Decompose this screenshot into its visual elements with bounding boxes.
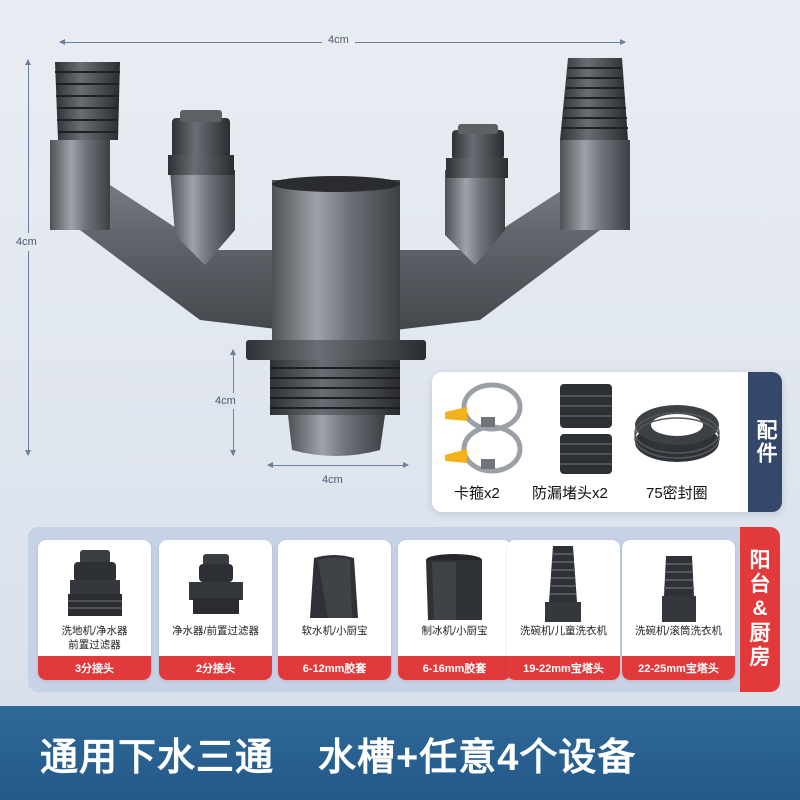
accessories-tab: 配件 [748, 372, 782, 512]
product-desc-line1: 制冰机/小厨宝 [421, 625, 488, 637]
product-card-22-25-barb: 洗碗机/滚筒洗衣机 22-25mm宝塔头 [622, 540, 735, 680]
accessories-card: 卡箍x2 防漏堵头x2 75密封圈 配件 [432, 372, 782, 512]
product-desc-line1: 洗碗机/儿童洗衣机 [520, 625, 607, 637]
small-rubber-sleeve-icon [310, 555, 358, 618]
accessory-label-seal: 75密封圈 [646, 485, 708, 502]
product-desc: 洗碗机/滚筒洗衣机 [622, 625, 735, 639]
accessory-label-plug: 防漏堵头x2 [532, 485, 608, 502]
left-height-line [25, 59, 31, 456]
product-desc: 软水机/小厨宝 [278, 625, 391, 639]
product-spec: 19-22mm宝塔头 [507, 656, 620, 680]
left-height-label: 4cm [16, 233, 37, 251]
3-point-connector-icon [68, 550, 122, 616]
thread-width-line [267, 462, 409, 468]
product-spec: 22-25mm宝塔头 [622, 656, 735, 680]
product-desc: 洗碗机/儿童洗衣机 [507, 625, 620, 639]
seal-ring-icon [634, 405, 720, 462]
applications-tab: 阳台&厨房 [740, 527, 780, 692]
hose-clamp-icon [445, 382, 523, 474]
top-width-label: 4cm [322, 34, 355, 46]
product-desc-line2: 前置过滤器 [68, 638, 121, 651]
product-desc: 净水器/前置过滤器 [159, 625, 272, 639]
leak-plug-icon [560, 384, 612, 474]
product-desc-line1: 软水机/小厨宝 [301, 625, 368, 637]
product-desc-line1: 洗地机/净水器 [61, 625, 128, 637]
bottom-banner: 通用下水三通 水槽+任意4个设备 [0, 706, 800, 800]
product-desc-line1: 洗碗机/滚筒洗衣机 [635, 625, 722, 637]
drain-tee-fitting-image [50, 58, 630, 456]
large-rubber-sleeve-icon [426, 554, 482, 620]
applications-tab-text: 阳台&厨房 [749, 549, 771, 669]
product-card-19-22-barb: 洗碗机/儿童洗衣机 19-22mm宝塔头 [507, 540, 620, 680]
tapered-barb-large-icon [662, 556, 696, 622]
product-card-2-point: 净水器/前置过滤器 2分接头 [159, 540, 272, 680]
accessory-label-clamp: 卡箍x2 [454, 485, 500, 502]
product-card-6-12-sleeve: 软水机/小厨宝 6-12mm胶套 [278, 540, 391, 680]
product-spec: 6-16mm胶套 [398, 656, 511, 680]
product-desc: 制冰机/小厨宝 [398, 625, 511, 639]
product-card-6-16-sleeve: 制冰机/小厨宝 6-16mm胶套 [398, 540, 511, 680]
product-desc-line1: 净水器/前置过滤器 [172, 625, 259, 637]
product-spec: 3分接头 [38, 656, 151, 680]
2-point-connector-icon [189, 554, 243, 614]
product-desc: 洗地机/净水器 前置过滤器 [38, 625, 151, 652]
applications-panel: 洗地机/净水器 前置过滤器 3分接头 净水器/前置过滤器 2分接头 软水机/小厨… [28, 527, 780, 692]
tapered-barb-small-icon [545, 546, 581, 622]
banner-left-text: 通用下水三通 [40, 736, 275, 779]
product-card-3-point: 洗地机/净水器 前置过滤器 3分接头 [38, 540, 151, 680]
thread-width-label: 4cm [322, 474, 343, 486]
banner-right-text: 水槽+任意4个设备 [318, 736, 637, 779]
thread-height-label: 4cm [215, 393, 236, 409]
product-spec: 2分接头 [159, 656, 272, 680]
product-spec: 6-12mm胶套 [278, 656, 391, 680]
